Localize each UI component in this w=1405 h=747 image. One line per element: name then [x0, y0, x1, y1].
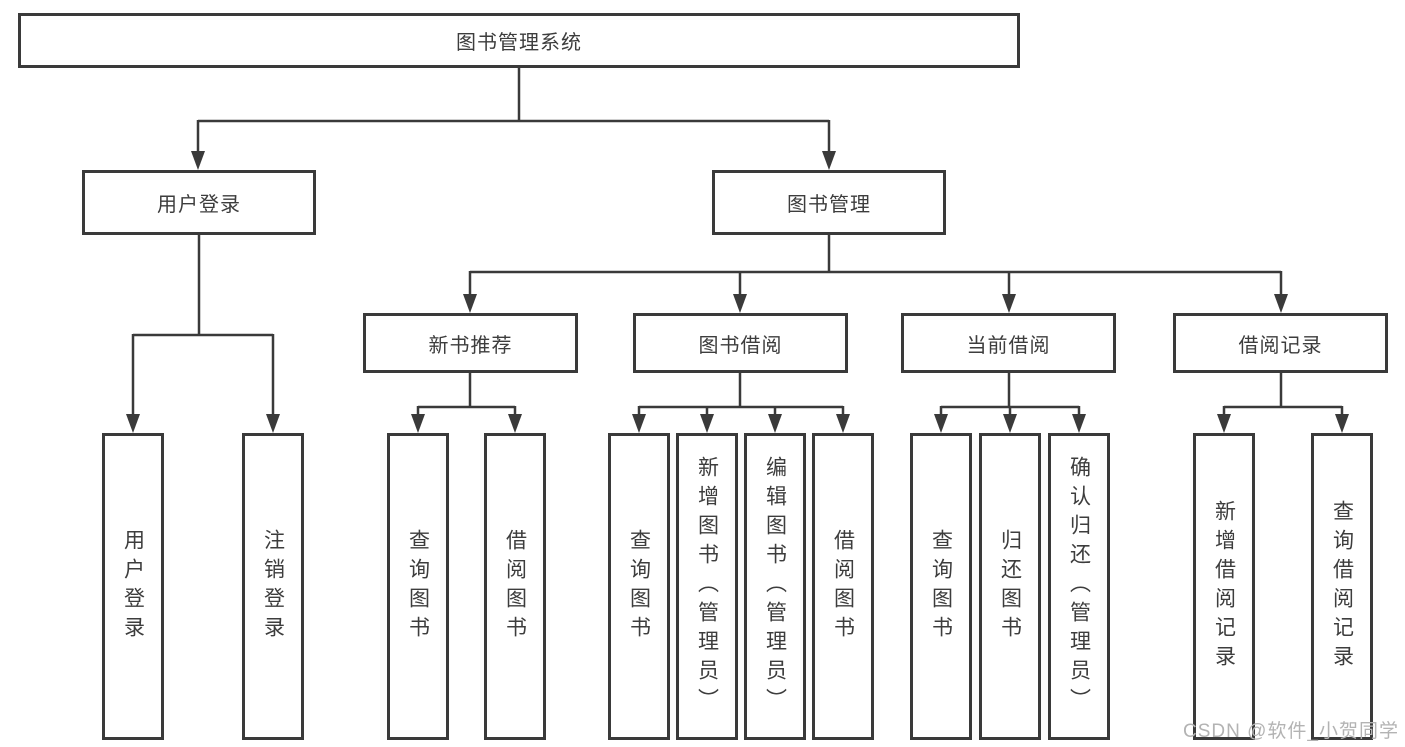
leaf-query-borrow-record: 查询借阅记录: [1311, 433, 1373, 740]
leaf-user-login-label: 用户登录: [121, 528, 145, 645]
node-new-book-recommend-label: 新书推荐: [428, 334, 513, 357]
arrowheads: [126, 151, 1349, 433]
leaf-query-book-2: 查询图书: [608, 433, 670, 740]
leaf-query-book-2-label: 查询图书: [627, 528, 651, 645]
leaf-borrow-book-2-label: 借阅图书: [831, 528, 855, 645]
leaf-user-login: 用户登录: [102, 433, 164, 740]
leaf-add-book-admin: 新增图书（管理员）: [676, 433, 738, 740]
node-borrow-record-label: 借阅记录: [1238, 334, 1323, 357]
node-book-management-label: 图书管理: [787, 194, 871, 216]
leaf-edit-book-admin-label: 编辑图书（管理员）: [763, 456, 787, 717]
node-root-system: 图书管理系统: [18, 13, 1020, 68]
leaf-edit-book-admin: 编辑图书（管理员）: [744, 433, 806, 740]
leaf-add-borrow-record-label: 新增借阅记录: [1212, 499, 1236, 674]
leaf-query-book-1-label: 查询图书: [406, 528, 430, 645]
leaf-borrow-book-1-label: 借阅图书: [503, 528, 527, 645]
leaf-logout-label: 注销登录: [261, 528, 285, 645]
leaf-return-book-label: 归还图书: [998, 528, 1022, 645]
csdn-watermark: CSDN @软件_小贺同学: [1183, 721, 1399, 742]
leaf-confirm-return-admin: 确认归还（管理员）: [1048, 433, 1110, 740]
leaf-query-book-3-label: 查询图书: [929, 528, 953, 645]
node-root-label: 图书管理系统: [456, 32, 582, 54]
node-book-management: 图书管理: [712, 170, 946, 235]
leaf-query-book-3: 查询图书: [910, 433, 972, 740]
leaf-logout: 注销登录: [242, 433, 304, 740]
node-borrow-record: 借阅记录: [1173, 313, 1388, 373]
node-book-borrow: 图书借阅: [633, 313, 848, 373]
leaf-borrow-book-2: 借阅图书: [812, 433, 874, 740]
leaf-add-book-admin-label: 新增图书（管理员）: [695, 456, 719, 717]
node-new-book-recommend: 新书推荐: [363, 313, 578, 373]
leaf-borrow-book-1: 借阅图书: [484, 433, 546, 740]
leaf-add-borrow-record: 新增借阅记录: [1193, 433, 1255, 740]
node-current-borrow: 当前借阅: [901, 313, 1116, 373]
leaf-confirm-return-admin-label: 确认归还（管理员）: [1067, 456, 1091, 717]
node-user-login-label: 用户登录: [157, 194, 241, 216]
node-current-borrow-label: 当前借阅: [966, 334, 1051, 357]
leaf-return-book: 归还图书: [979, 433, 1041, 740]
node-book-borrow-label: 图书借阅: [698, 334, 783, 357]
leaf-query-book-1: 查询图书: [387, 433, 449, 740]
node-user-login: 用户登录: [82, 170, 316, 235]
leaf-query-borrow-record-label: 查询借阅记录: [1330, 499, 1354, 674]
